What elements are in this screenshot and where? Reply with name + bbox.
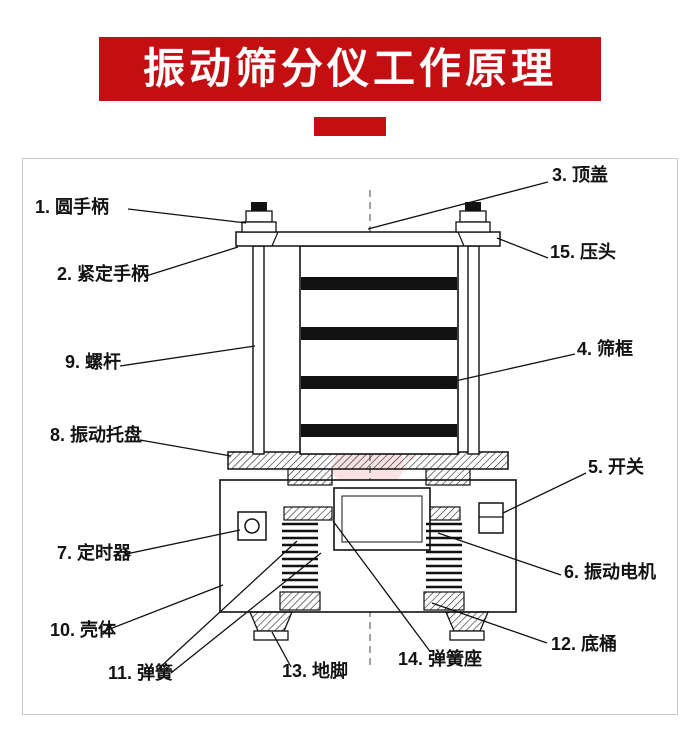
round-handle-left [241,202,277,233]
spring-left [282,522,318,589]
screw-rod-right [467,245,480,455]
leader-bottom-barrel [431,602,548,644]
label-top-cover: 3. 顶盖 [552,165,609,185]
sieve-band-3 [301,376,457,389]
label-tightening-handle: 2. 紧定手柄 [57,264,150,284]
leader-top-cover [367,181,549,230]
vibration-motor-shape [333,487,431,551]
seat-top-left [287,468,333,486]
label-spring: 11. 弹簧 [108,663,174,683]
foot-right [445,611,489,641]
seat-bottom-left [279,591,321,611]
label-vibration-tray: 8. 振动托盘 [50,425,143,445]
label-sieve-frame: 4. 筛框 [577,339,634,359]
seat-top-right [425,468,471,486]
label-round-handle: 1. 圆手柄 [35,197,110,217]
leader-spring-seat [332,520,430,651]
seat-bottom-right [423,591,465,611]
leader-vibration-tray [139,439,232,457]
leader-foot [271,631,292,668]
spring-seat-left [283,506,333,521]
leader-timer [125,529,241,555]
leader-pressure-head [496,237,549,259]
switch-shape [478,502,504,534]
sieve-band-2 [301,327,457,340]
label-pressure-head: 15. 压头 [550,242,617,262]
leader-round-handle [127,208,247,224]
spring-seat-right [429,506,461,521]
leader-switch [502,472,587,514]
screw-rod-left [252,245,265,455]
leader-lines [101,181,587,674]
sieve-band-1 [301,277,457,290]
leader-screw-rod [119,345,256,367]
leader-spring-b [170,552,322,674]
leader-vibration-motor [437,532,562,576]
page-title: 振动筛分仪工作原理 [142,45,557,92]
sieve-band-4 [301,424,457,437]
title-banner: 振动筛分仪工作原理 [99,37,601,101]
label-foot: 13. 地脚 [282,661,349,681]
label-vibration-motor: 6. 振动电机 [564,562,657,582]
label-timer: 7. 定时器 [57,543,132,563]
leader-spring-a [156,540,298,671]
label-switch: 5. 开关 [588,457,645,477]
round-handle-right [455,202,491,233]
label-screw-rod: 9. 螺杆 [65,352,122,372]
foot-left [249,611,293,641]
timer-shape [237,511,267,541]
label-spring-seat: 14. 弹簧座 [398,649,483,669]
leader-sieve-frame [432,353,576,387]
leader-housing [101,584,224,633]
leader-tightening-handle [145,246,239,277]
vibration-motor-inner [341,495,423,543]
accent-bar [314,117,386,136]
spring-right [426,522,462,589]
label-bottom-barrel: 12. 底桶 [551,634,618,654]
label-housing: 10. 壳体 [50,620,117,640]
